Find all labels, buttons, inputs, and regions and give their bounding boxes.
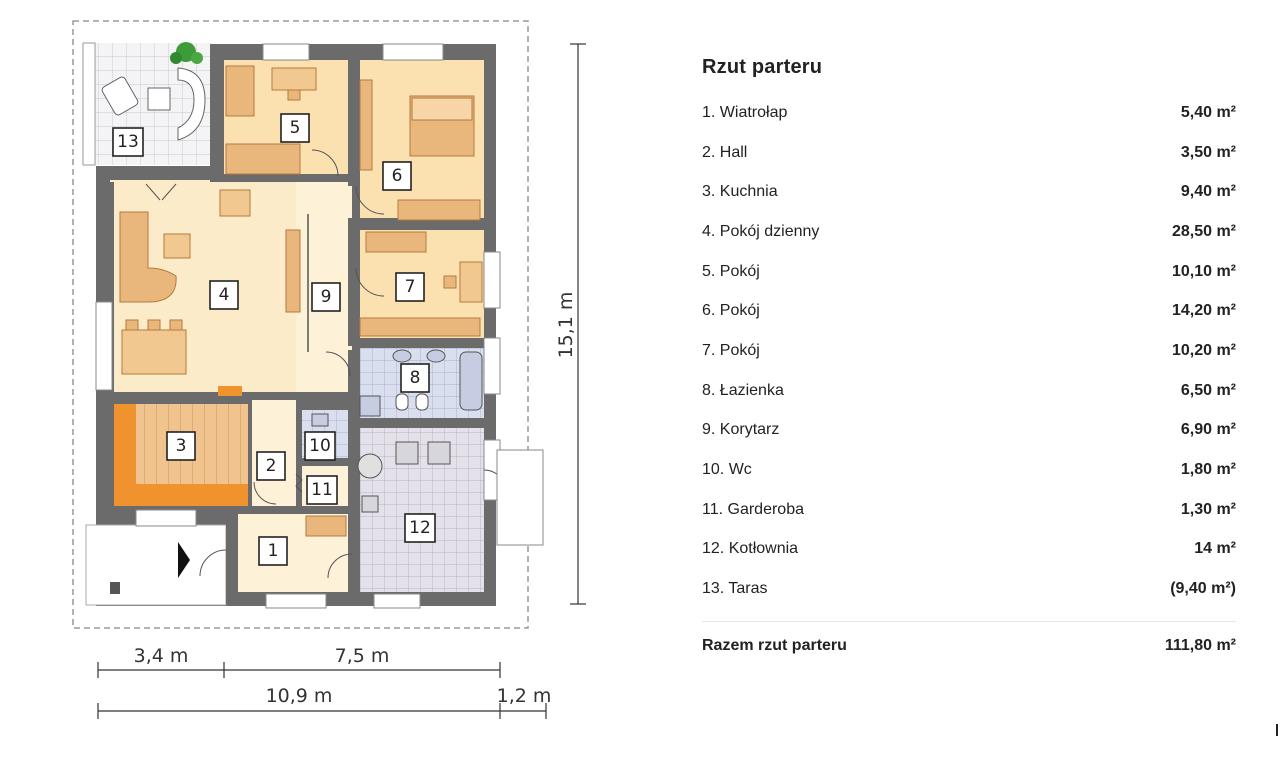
armchair xyxy=(219,189,251,217)
wardrobe xyxy=(359,79,373,171)
coffee-table xyxy=(163,233,191,259)
svg-text:4: 4 xyxy=(219,285,230,305)
boiler-entrance xyxy=(496,449,544,546)
terrace-outline xyxy=(72,20,529,629)
svg-text:1,2 m: 1,2 m xyxy=(497,685,552,707)
legend-title: Rzut parteru xyxy=(702,56,823,78)
sink-icon xyxy=(392,349,412,363)
sofa xyxy=(119,211,177,303)
floor-plan: 1 2 3 4 5 6 7 8 9 10 11 12 13 15,1 m 3,4… xyxy=(72,20,586,719)
bathtub xyxy=(459,351,483,411)
scroll-indicator xyxy=(1276,724,1278,736)
room-number-8: 8 xyxy=(400,363,430,393)
svg-text:13: 13 xyxy=(117,132,139,152)
room-number-12: 12 xyxy=(404,513,436,543)
svg-text:10: 10 xyxy=(309,436,331,456)
internal-walls xyxy=(110,60,486,604)
room-number-6: 6 xyxy=(382,161,412,191)
svg-text:12: 12 xyxy=(409,518,431,538)
entrance-arrow-icon xyxy=(178,542,190,578)
desk xyxy=(225,65,255,117)
room-number-11: 11 xyxy=(306,475,338,505)
wardrobe-corridor xyxy=(285,229,301,313)
desk-7 xyxy=(459,261,483,303)
svg-text:11: 11 xyxy=(311,480,333,500)
svg-text:5: 5 xyxy=(290,118,301,138)
svg-text:7,5 m: 7,5 m xyxy=(335,645,390,667)
divider xyxy=(702,620,1236,622)
terrace-floor xyxy=(83,43,211,165)
room-number-9: 9 xyxy=(311,282,341,312)
kitchen-counter xyxy=(114,404,248,506)
list-item: 13. Taras(9,40 m²) xyxy=(702,580,1236,598)
svg-text:1: 1 xyxy=(268,541,279,561)
toilet-icon xyxy=(395,393,409,411)
windows xyxy=(95,43,501,609)
table xyxy=(271,67,317,91)
plant-icon xyxy=(170,42,203,64)
room-number-4: 4 xyxy=(209,280,239,310)
height-dimension: 15,1 m xyxy=(555,43,586,605)
boiler-icon xyxy=(357,453,383,479)
room-number-1: 1 xyxy=(258,536,288,566)
total-row: Razem rzut parteru 111,80 m² xyxy=(702,636,1236,654)
terrace-furniture xyxy=(101,67,206,141)
svg-text:9: 9 xyxy=(321,287,332,307)
svg-text:2: 2 xyxy=(266,456,277,476)
svg-text:3: 3 xyxy=(176,436,187,456)
room-number-3: 3 xyxy=(166,431,196,461)
room-number-13: 13 xyxy=(112,127,144,157)
svg-text:6: 6 xyxy=(392,166,403,186)
entrance-porch xyxy=(85,524,227,606)
dining-table xyxy=(121,329,187,375)
boiler-room-floor xyxy=(360,428,484,592)
svg-text:8: 8 xyxy=(410,368,421,388)
svg-text:10,9 m: 10,9 m xyxy=(266,685,333,707)
bed xyxy=(225,143,301,175)
width-dimensions: 3,4 m 7,5 m 10,9 m 1,2 m xyxy=(97,645,552,719)
room-number-7: 7 xyxy=(395,272,425,302)
room-number-5: 5 xyxy=(280,113,310,143)
svg-text:7: 7 xyxy=(405,277,416,297)
svg-text:3,4 m: 3,4 m xyxy=(134,645,189,667)
room-number-2: 2 xyxy=(256,451,286,481)
svg-text:15,1 m: 15,1 m xyxy=(555,292,577,359)
room-number-10: 10 xyxy=(304,431,336,461)
bed-7 xyxy=(365,231,427,253)
